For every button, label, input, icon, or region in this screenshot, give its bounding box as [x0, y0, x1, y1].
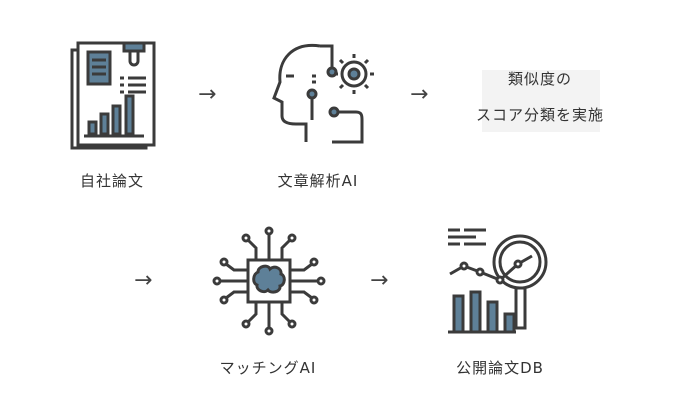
- step-label-own-papers: 自社論文: [79, 172, 145, 190]
- arrow-icon: →: [134, 268, 153, 293]
- brain-chip-icon: [212, 226, 326, 336]
- ai-head-gear-icon: [272, 43, 374, 144]
- step-label-similarity-line1: 類似度の: [507, 70, 573, 88]
- arrow-icon: →: [410, 82, 429, 107]
- document-chart-icon: [70, 41, 156, 150]
- arrow-icon: →: [198, 82, 217, 107]
- step-label-public-papers-db: 公開論文DB: [456, 359, 544, 377]
- step-label-similarity-line2: スコア分類を実施: [475, 106, 605, 124]
- analytics-magnifier-icon: [448, 228, 548, 334]
- watermark-background: [482, 70, 600, 132]
- arrow-icon: →: [370, 268, 389, 293]
- step-label-matching-ai: マッチングAI: [219, 359, 317, 377]
- step-label-text-analysis-ai: 文章解析AI: [277, 172, 359, 190]
